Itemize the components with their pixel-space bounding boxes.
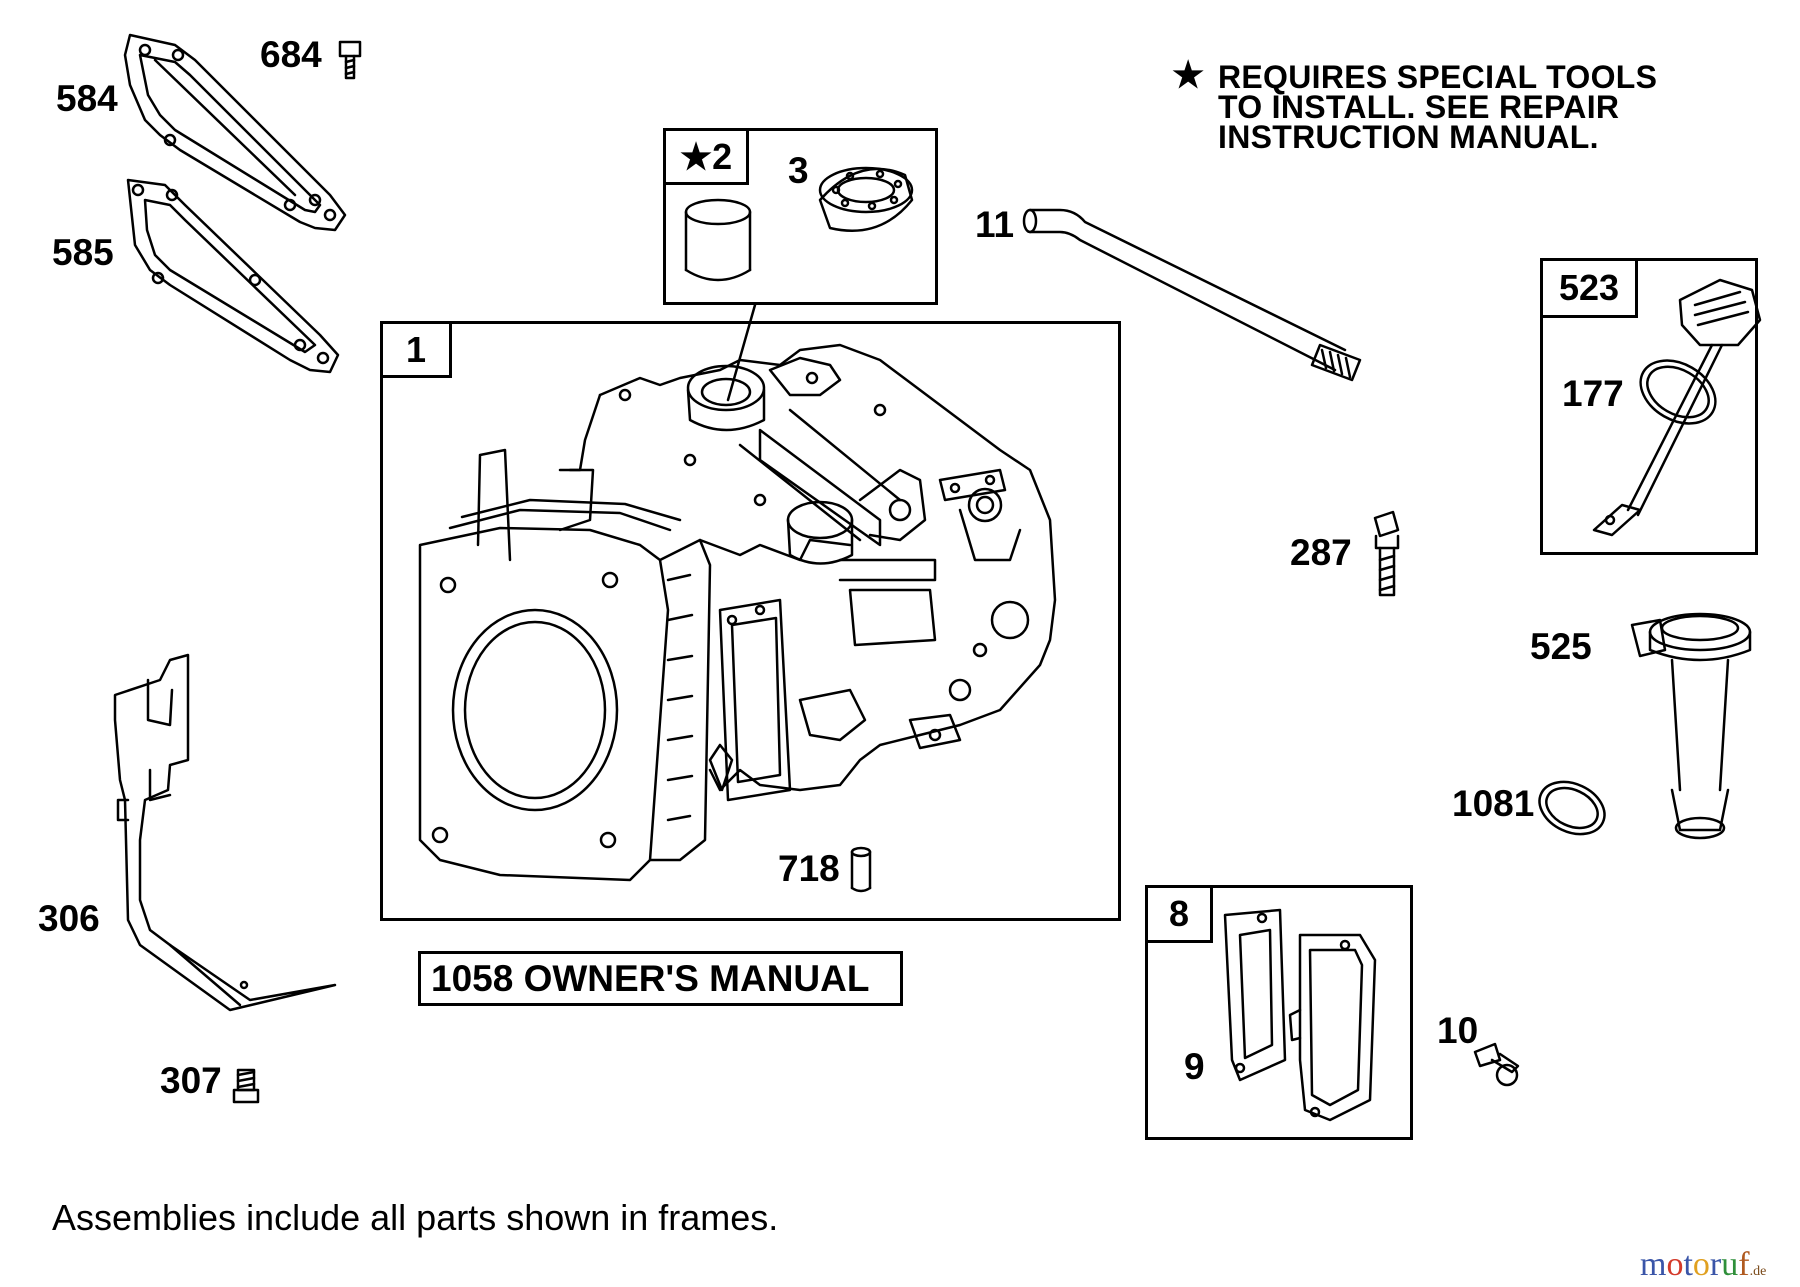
label-718: 718 <box>778 848 840 889</box>
leader-line-2 <box>726 303 757 402</box>
part-1081-o-ring <box>1538 780 1606 836</box>
part-525-fill-tube <box>1630 612 1752 840</box>
logo-letter-t: t <box>1683 1246 1693 1283</box>
part-1-cylinder-block <box>418 343 1057 882</box>
part-8-breather-cover <box>1288 933 1377 1122</box>
label-585: 585 <box>52 232 114 273</box>
label-9: 9 <box>1184 1046 1205 1087</box>
label-10: 10 <box>1437 1010 1479 1051</box>
label-584: 584 <box>56 78 118 119</box>
label-684: 684 <box>260 34 322 75</box>
label-177: 177 <box>1562 373 1624 414</box>
frame-2 <box>663 128 938 305</box>
logo-letter-m: m <box>1640 1246 1667 1283</box>
owners-manual-label: 1058 OWNER'S MANUAL <box>418 951 903 1006</box>
logo-suffix: .de <box>1749 1264 1767 1279</box>
frame-1 <box>380 321 1121 921</box>
frame-1-tag: 1 <box>380 321 452 378</box>
part-2-bushing <box>684 198 752 282</box>
label-287: 287 <box>1290 532 1352 573</box>
star-icon: ★ <box>1172 54 1205 95</box>
frame-523 <box>1540 258 1758 555</box>
part-584-gasket-plate <box>123 33 347 232</box>
label-307: 307 <box>160 1060 222 1101</box>
part-718-dowel-pin <box>850 846 872 893</box>
label-1081: 1081 <box>1452 783 1535 824</box>
logo-letter-u: u <box>1721 1246 1739 1283</box>
part-287-stud <box>1373 510 1400 597</box>
note-line-1: REQUIRES SPECIAL TOOLS <box>1218 59 1658 95</box>
part-177-o-ring <box>1639 359 1717 425</box>
special-tools-note: ★ REQUIRES SPECIAL TOOLS TO INSTALL. SEE… <box>1172 57 1658 155</box>
assemblies-footnote: Assemblies include all parts shown in fr… <box>52 1197 779 1238</box>
label-11: 11 <box>975 204 1015 245</box>
part-306-bracket <box>113 653 337 1012</box>
logo-letter-o1: o <box>1666 1246 1684 1283</box>
part-585-gasket <box>126 178 340 374</box>
note-line-3: INSTRUCTION MANUAL. <box>1218 119 1599 155</box>
note-line-2: TO INSTALL. SEE REPAIR <box>1218 89 1620 125</box>
label-525: 525 <box>1530 626 1592 667</box>
part-3-seal <box>818 166 914 232</box>
logo-letter-f: f <box>1738 1246 1750 1283</box>
frame-2-tag: ★2 <box>663 128 749 185</box>
logo-letter-o2: o <box>1692 1246 1710 1283</box>
part-307-bolt <box>232 1068 260 1104</box>
part-10-screw <box>1473 1042 1520 1087</box>
part-684-bolt <box>338 40 362 80</box>
label-3: 3 <box>788 150 809 191</box>
frame-523-tag: 523 <box>1540 258 1638 318</box>
frame-8-tag: 8 <box>1145 885 1213 943</box>
frame-8 <box>1145 885 1413 1140</box>
part-9-gasket <box>1223 908 1287 1082</box>
part-11-tube <box>1022 208 1362 382</box>
motoruf-logo: motoruf.de <box>1640 1246 1766 1284</box>
label-306: 306 <box>38 898 100 939</box>
logo-letter-r: r <box>1709 1246 1722 1283</box>
